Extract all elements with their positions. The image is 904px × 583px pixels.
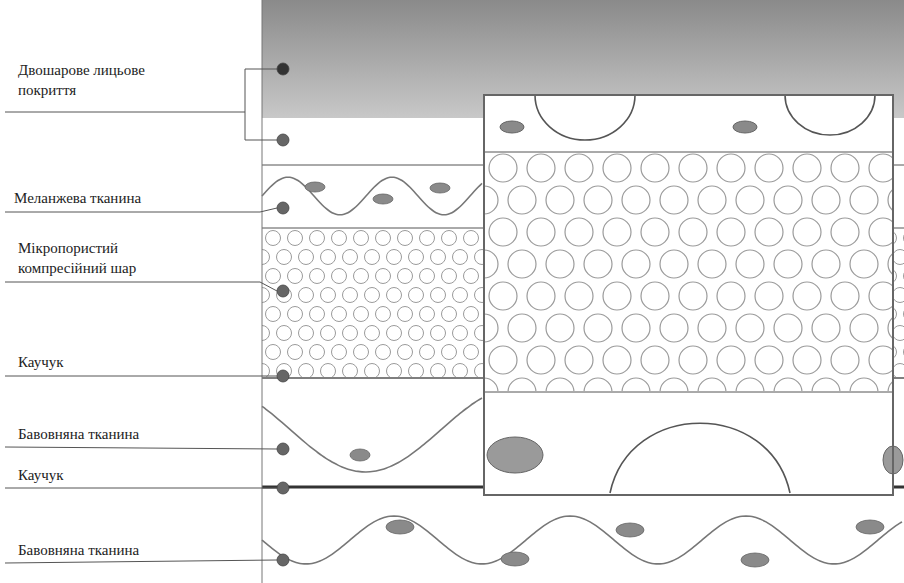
leader-lines (5, 69, 277, 563)
part-label: Каучук (18, 465, 64, 485)
leader-dots (277, 63, 289, 566)
fabric-weave (262, 177, 482, 215)
part-label: Двошарове лицьове покриття (18, 60, 158, 100)
part-label: Бавовняна тканина (18, 540, 139, 560)
part-label: Каучук (18, 352, 64, 372)
zoom-inset (484, 95, 903, 495)
fabric-weave (262, 398, 482, 472)
fabric-weave (262, 516, 902, 564)
part-label: Бавовняна тканина (18, 424, 139, 444)
part-label: Меланжева тканина (14, 188, 141, 208)
part-label: Мікропористий компресійний шар (18, 238, 158, 278)
